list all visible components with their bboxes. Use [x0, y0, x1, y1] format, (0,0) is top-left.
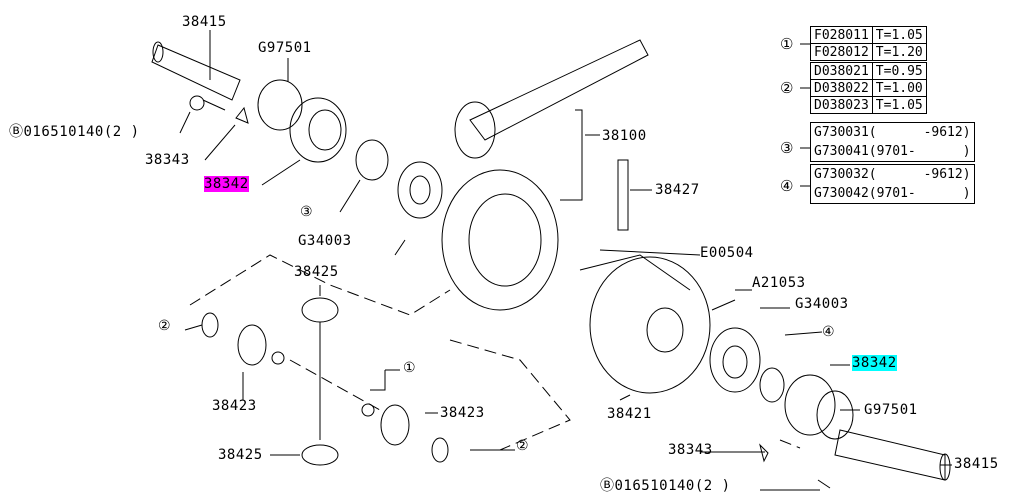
- washer-right: [431, 437, 449, 463]
- bearing-left: [397, 161, 443, 219]
- part-number: F028012: [810, 43, 873, 61]
- label-bolt-right[interactable]: Ⓑ016510140(2 ): [600, 478, 731, 494]
- label-bolt-left[interactable]: Ⓑ016510140(2 ): [9, 124, 140, 140]
- part-number: D038022: [810, 79, 873, 97]
- label-38415-right[interactable]: 38415: [954, 456, 999, 472]
- label-shim-3[interactable]: ③: [300, 204, 314, 220]
- thickness: T=1.05: [871, 26, 927, 44]
- label-g34003-right[interactable]: G34003: [795, 296, 849, 312]
- part-number: G730031( -9612): [810, 122, 975, 142]
- bearing-small-left: [355, 139, 389, 181]
- label-e00504[interactable]: E00504: [700, 245, 754, 261]
- lock-plate-right: [759, 443, 769, 463]
- label-38342-right[interactable]: 38342: [852, 355, 897, 371]
- ref-marker-2: ②: [780, 79, 794, 97]
- pinion-pin: [617, 159, 629, 231]
- label-38423-right[interactable]: 38423: [440, 405, 485, 421]
- label-38423-left[interactable]: 38423: [212, 398, 257, 414]
- thickness: T=1.20: [871, 43, 927, 61]
- ref-marker-3: ③: [780, 139, 794, 157]
- drive-pinion-shaft: [454, 39, 649, 159]
- label-38425-bottom[interactable]: 38425: [218, 447, 263, 463]
- label-washer-2-right[interactable]: ②: [516, 438, 530, 454]
- retainer-right: [784, 374, 836, 436]
- differential-case: [579, 254, 711, 394]
- ref-marker-4: ④: [780, 177, 794, 195]
- shim-right: [759, 367, 785, 403]
- side-gear-left: [237, 324, 267, 366]
- label-g97501-right[interactable]: G97501: [864, 402, 918, 418]
- label-38425-top[interactable]: 38425: [294, 264, 339, 280]
- label-38343-left[interactable]: 38343: [145, 152, 190, 168]
- label-washer-1[interactable]: ①: [403, 360, 417, 376]
- label-g34003-left[interactable]: G34003: [298, 233, 352, 249]
- thickness: T=1.05: [871, 96, 927, 114]
- pinion-gear-top: [301, 297, 339, 440]
- part-number: G730042(9701- ): [810, 184, 975, 204]
- label-38427[interactable]: 38427: [655, 182, 700, 198]
- part-number: G730041(9701- ): [810, 142, 975, 162]
- label-38421[interactable]: 38421: [607, 406, 652, 422]
- retainer-left: [289, 97, 347, 163]
- washer-left: [201, 312, 219, 338]
- label-38415-left[interactable]: 38415: [182, 14, 227, 30]
- lock-plate-left: [235, 106, 249, 124]
- bolt-left: [189, 95, 226, 111]
- ref-table-4: G730032( -9612) G730042(9701- ): [810, 164, 975, 204]
- side-gear-right: [380, 404, 410, 446]
- part-number: D038021: [810, 62, 873, 80]
- label-a21053[interactable]: A21053: [752, 275, 806, 291]
- axle-shaft-right: [834, 429, 946, 481]
- part-number: G730032( -9612): [810, 164, 975, 184]
- table-row: G730041(9701- ): [810, 142, 975, 162]
- label-washer-2-left[interactable]: ②: [158, 318, 172, 334]
- oil-seal-right: [816, 390, 854, 440]
- table-row: G730031( -9612): [810, 122, 975, 142]
- thickness: T=1.00: [871, 79, 927, 97]
- bearing-right: [709, 327, 761, 393]
- oil-seal-left: [257, 58, 303, 131]
- ref-marker-1: ①: [780, 35, 794, 53]
- label-38342-left[interactable]: 38342: [204, 176, 249, 192]
- part-number: F028011: [810, 26, 873, 44]
- label-38100[interactable]: 38100: [602, 128, 647, 144]
- pinion-gear-bottom: [301, 444, 339, 466]
- label-shim-4[interactable]: ④: [822, 324, 836, 340]
- case-bolt: [711, 299, 736, 311]
- label-38343-right[interactable]: 38343: [668, 442, 713, 458]
- thickness: T=0.95: [871, 62, 927, 80]
- label-g97501-left[interactable]: G97501: [258, 40, 312, 56]
- table-row: G730042(9701- ): [810, 184, 975, 204]
- ring-gear: [441, 169, 559, 311]
- axle-shaft-left: [151, 30, 241, 101]
- ref-table-3: G730031( -9612) G730041(9701- ): [810, 122, 975, 162]
- table-row: G730032( -9612): [810, 164, 975, 184]
- bolt-right: [817, 479, 831, 489]
- part-number: D038023: [810, 96, 873, 114]
